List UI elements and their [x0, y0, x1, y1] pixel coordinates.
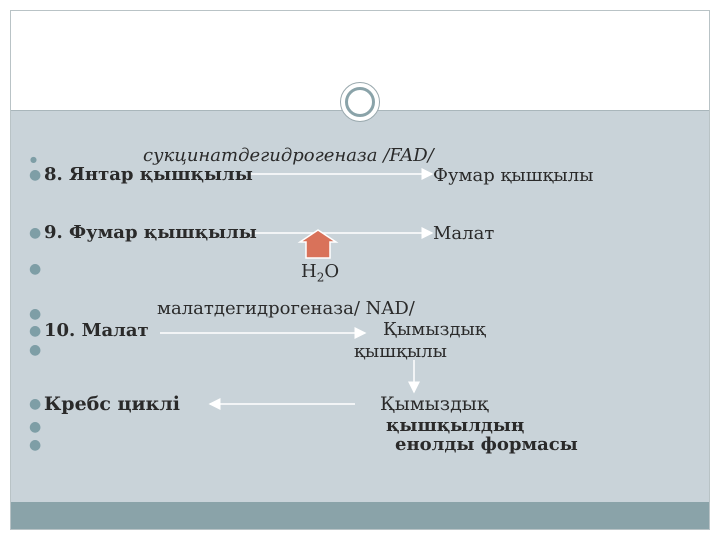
step9-product: Малат	[433, 223, 495, 244]
water-subscript: 2	[316, 270, 325, 285]
bullet: ●	[29, 396, 42, 412]
enzyme-malate-dehydrogenase: малатдегидрогеназа/ NAD/	[157, 298, 415, 319]
bullet: ●	[29, 419, 42, 435]
water-label: H2O	[301, 262, 339, 288]
krebs-cycle-label: Кребс циклі	[44, 393, 180, 415]
ring-icon	[340, 82, 380, 122]
bullet: ●	[29, 306, 42, 322]
bullet: ●	[29, 225, 42, 241]
step10-product-line1: Қымыздық	[383, 319, 486, 340]
bullet: ●	[29, 261, 42, 277]
water-up-arrow-icon	[297, 229, 339, 259]
step9-substrate: 9. Фумар қышқылы	[44, 222, 257, 243]
enol-form-line3: енолды формасы	[395, 434, 578, 455]
slide	[10, 10, 710, 530]
bullet: ●	[29, 323, 42, 339]
step10-substrate: 10. Малат	[44, 320, 149, 341]
enzyme-succinate-dehydrogenase: сукцинатдегидрогеназа /FAD/	[143, 145, 434, 166]
enol-form-line1: Қымыздық	[380, 393, 489, 415]
bullet: ●	[29, 342, 42, 358]
water-h: H	[301, 261, 317, 282]
step10-product-line2: қышқылы	[354, 341, 447, 362]
water-o: O	[324, 261, 340, 282]
step8-product: Фумар қышқылы	[433, 165, 594, 186]
enol-form-line2: қышқылдың	[386, 415, 525, 436]
slide-footer-bar	[11, 502, 709, 529]
bullet: ●	[30, 155, 37, 164]
bullet: ●	[29, 437, 42, 453]
step8-substrate: 8. Янтар қышқылы	[44, 164, 253, 185]
bullet: ●	[29, 167, 42, 183]
